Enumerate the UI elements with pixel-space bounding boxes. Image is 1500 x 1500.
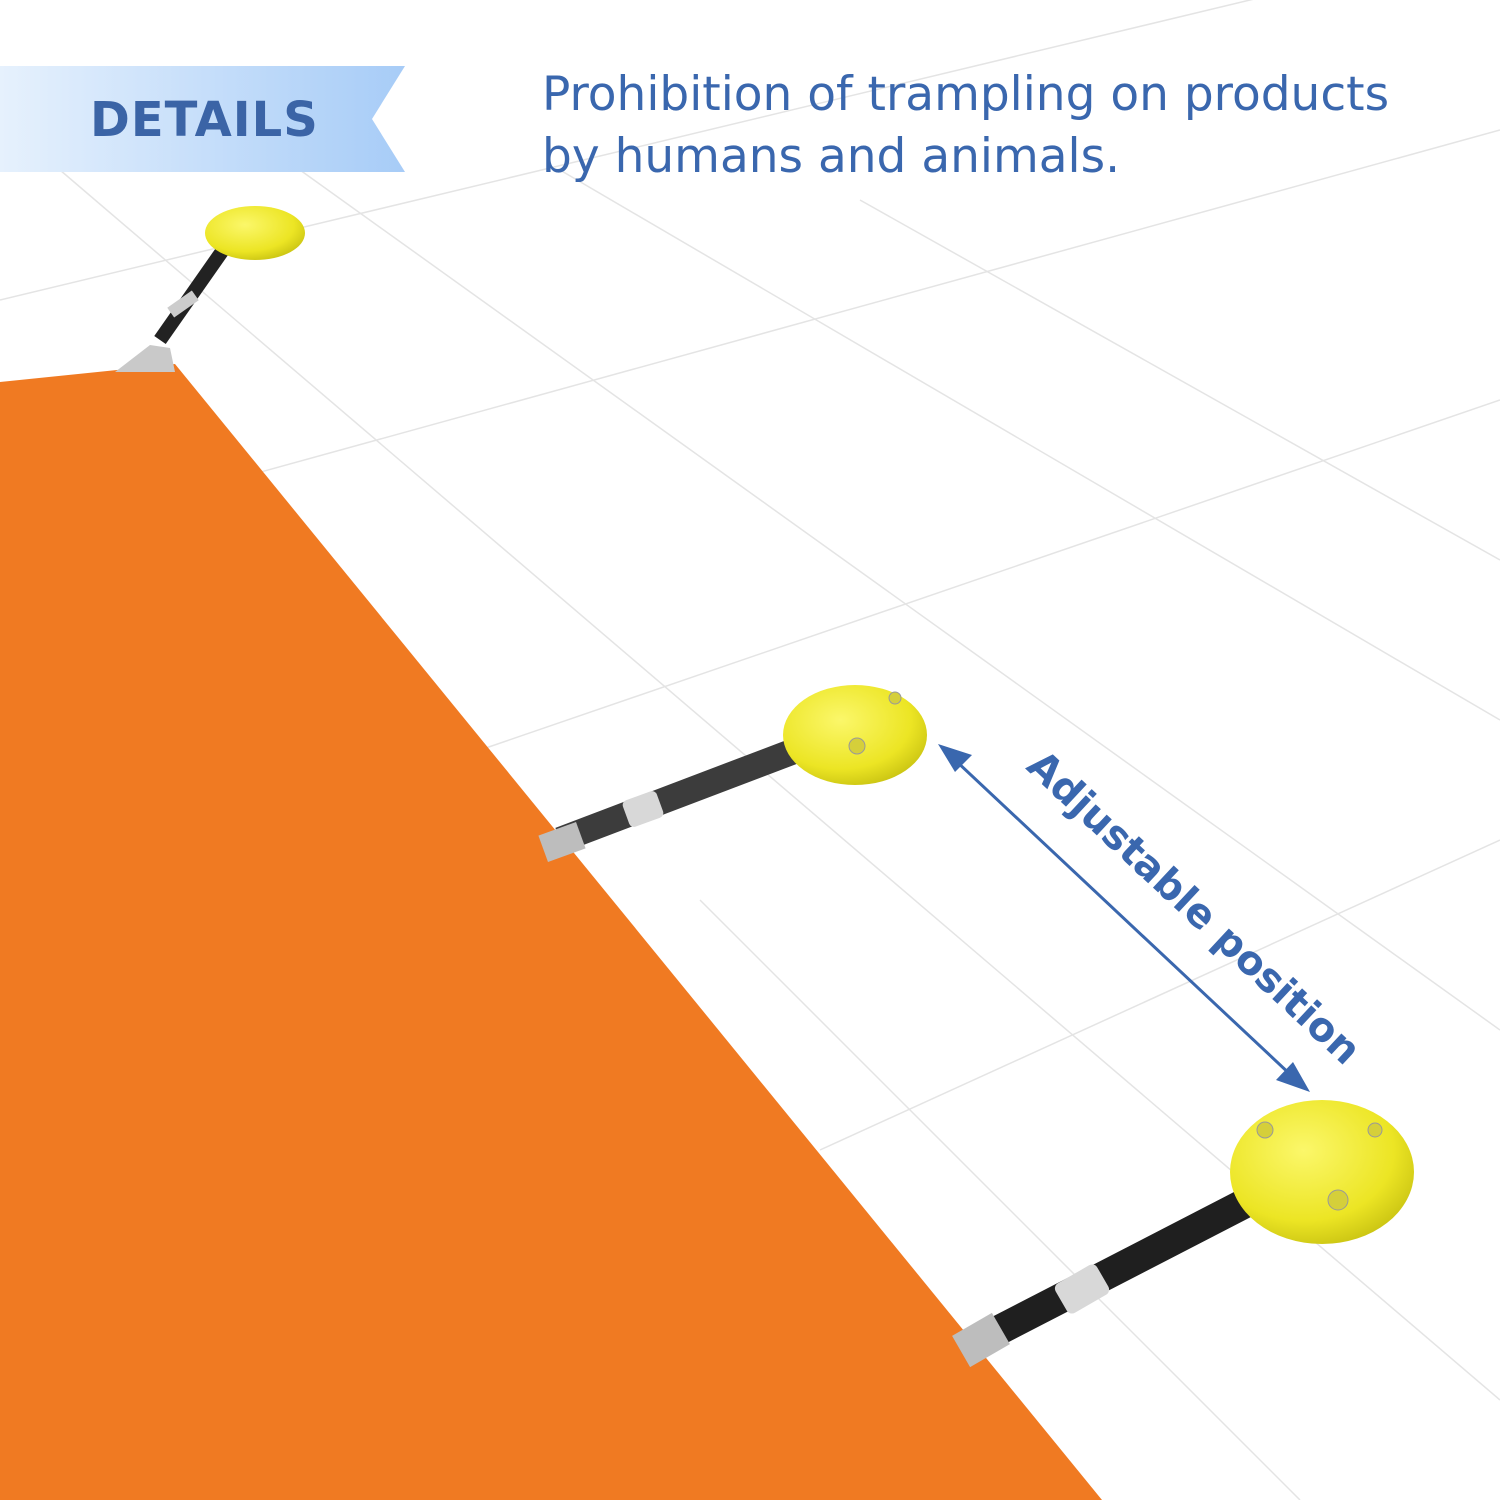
double-arrow — [938, 744, 1310, 1092]
details-label: DETAILS — [90, 92, 319, 148]
headline: Prohibition of trampling on products by … — [542, 64, 1389, 188]
headline-line-1: Prohibition of trampling on products — [542, 67, 1390, 122]
details-banner — [0, 66, 405, 172]
ground-anchor-3 — [952, 1100, 1414, 1368]
orange-tarp — [0, 364, 1102, 1500]
ground-anchor-2 — [538, 685, 927, 862]
ground-anchor-1 — [115, 206, 305, 372]
headline-line-2: by humans and animals. — [542, 129, 1121, 184]
